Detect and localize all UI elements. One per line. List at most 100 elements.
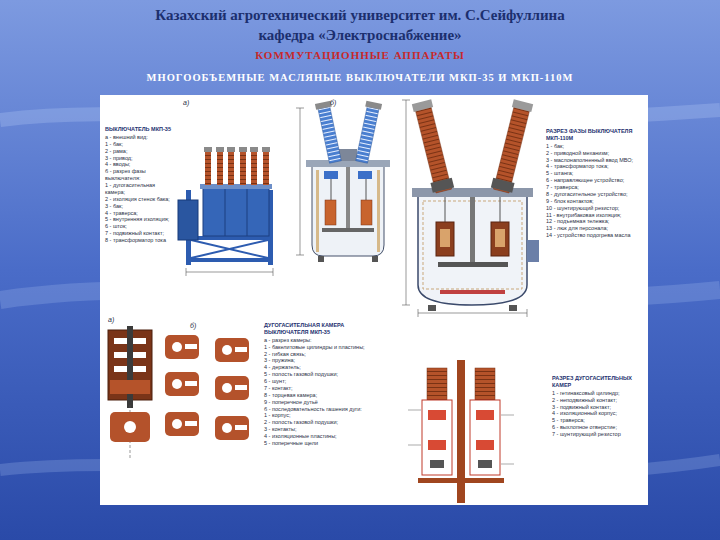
legend-list-item: ВЫКЛЮЧАТЕЛЬ МКП-35 bbox=[105, 126, 175, 133]
legend-list-item: 5 - поперечные щели bbox=[264, 440, 384, 447]
legend-list-item: 6 - направляющее устройство; bbox=[546, 177, 644, 184]
mkp35-exterior-part bbox=[251, 152, 257, 185]
arc-chamber-parts-part bbox=[127, 326, 133, 408]
figure-mark: а) bbox=[183, 99, 203, 106]
arc-chamber-parts-part bbox=[110, 380, 150, 394]
legend-list-item: 2 - рама; bbox=[105, 148, 175, 155]
mkp35-exterior-part bbox=[204, 147, 212, 152]
arc-chamber-parts-part bbox=[165, 335, 199, 359]
legend-list-item: РАЗРЕЗ ФАЗЫ ВЫКЛЮЧАТЕЛЯ МКП-110М bbox=[546, 128, 644, 142]
heading-line: Казахский агротехнический университет им… bbox=[0, 7, 720, 24]
arc-chamber-parts-part bbox=[185, 421, 197, 426]
label-group: ВЫКЛЮЧАТЕЛЬ МКП-35а - внешний вид:1 - ба… bbox=[105, 126, 175, 244]
arc-chambers-section-part bbox=[418, 478, 504, 483]
mkp35-phase-section-part bbox=[377, 170, 380, 252]
mkp110m-phase-section-part bbox=[445, 197, 446, 222]
arc-chamber-parts bbox=[108, 326, 249, 460]
white-panel-part bbox=[100, 95, 648, 505]
mkp35-phase-section-part bbox=[318, 256, 324, 262]
arc-chambers-section-part bbox=[470, 400, 500, 475]
figure-mark: б) bbox=[330, 99, 350, 106]
mkp35-phase-section-part bbox=[324, 171, 338, 179]
mkp110m-phase-section-part bbox=[402, 305, 410, 306]
null-part-part bbox=[430, 178, 454, 193]
legend-list-item: 8 - дугогасительное устройство; bbox=[546, 191, 644, 198]
legend-list-item: 2 - неподвижный контакт; bbox=[552, 397, 644, 404]
arc-chamber-parts-part bbox=[235, 347, 247, 352]
mkp110m-phase-section-part bbox=[527, 309, 528, 317]
arc-chambers-section-part bbox=[475, 368, 495, 400]
legend-list-item: 4 - изоляционный корпус; bbox=[552, 410, 644, 417]
legend-list-item: 1 - корпус; bbox=[264, 412, 384, 419]
null-part bbox=[354, 101, 382, 164]
mkp35-exterior-part bbox=[240, 152, 246, 185]
mkp35-exterior-part bbox=[186, 272, 273, 273]
null-part-part bbox=[412, 99, 433, 112]
arc-chambers-section bbox=[408, 360, 514, 503]
mkp110m-phase-section-part bbox=[428, 305, 436, 311]
mkp110m-phase-section-part bbox=[418, 195, 527, 305]
figure-mark: б) bbox=[190, 322, 210, 329]
arc-chamber-parts-part bbox=[235, 425, 247, 430]
legend-list-item: 3 - бак; bbox=[105, 203, 175, 210]
mkp35-exterior-part bbox=[186, 258, 273, 262]
arc-chamber-parts-part bbox=[172, 379, 182, 389]
mkp110m-phase-section-part bbox=[527, 240, 539, 262]
slide-title: МНОГООБЪЕМНЫЕ МАСЛЯНЫЕ ВЫКЛЮЧАТЕЛИ МКП-3… bbox=[0, 72, 720, 83]
mkp110m-phase-section-part bbox=[402, 100, 410, 101]
mkp110m-phase-section-part bbox=[436, 222, 454, 256]
mkp35-exterior-part bbox=[205, 152, 211, 185]
legend-list-item: б - разрез фазы выключателя: bbox=[105, 168, 175, 182]
mkp35-exterior-part bbox=[262, 147, 270, 152]
legend-list-item: 5 - полость газовой подушки; bbox=[264, 371, 384, 378]
label-group: Казахский агротехнический университет им… bbox=[0, 7, 720, 24]
null-part-part bbox=[491, 178, 515, 193]
mkp110m-phase-section-part bbox=[438, 262, 508, 267]
legend-list-item: 6 - шунт; bbox=[264, 378, 384, 385]
null-part-part bbox=[315, 101, 332, 110]
label-group: а) bbox=[108, 316, 128, 323]
mkp35-exterior-part bbox=[250, 147, 258, 152]
label-group: КОММУТАЦИОННЫЕ АППАРАТЫ bbox=[0, 49, 720, 61]
legend-list-item: а - внешний вид: bbox=[105, 134, 175, 141]
legend-list-item: 7 - контакт; bbox=[264, 385, 384, 392]
mkp35-phase-section-part bbox=[372, 256, 378, 262]
arc-chambers-section-part bbox=[478, 460, 492, 468]
label-group: ДУГОГАСИТЕЛЬНАЯ КАМЕРА ВЫКЛЮЧАТЕЛЯ МКП-3… bbox=[264, 322, 384, 447]
mkp35-phase-section-part bbox=[346, 167, 350, 229]
legend-list-item: а - разрез камеры: bbox=[264, 337, 384, 344]
mkp35-phase-section-part bbox=[331, 179, 332, 200]
null-part bbox=[491, 99, 535, 194]
legend-list-item: 7 - подвижный контакт; bbox=[105, 230, 175, 237]
legend-list-item: 5 - штанга; bbox=[546, 170, 644, 177]
legend-list-item: б - последовательность гашения дуги: bbox=[264, 406, 384, 413]
legend-list-item: 7 - траверса; bbox=[546, 184, 644, 191]
section-heading: КОММУТАЦИОННЫЕ АППАРАТЫ bbox=[0, 49, 720, 61]
label-group: б) bbox=[330, 99, 350, 106]
arc-chamber-parts-part bbox=[235, 385, 247, 390]
mkp35-phase-section-part bbox=[325, 200, 336, 225]
legend-list-item: 9 - блок контактов; bbox=[546, 198, 644, 205]
mkp35-exterior-part bbox=[191, 240, 268, 258]
legend-list-item: 14 - устройство подогрева масла bbox=[546, 232, 644, 239]
mkp35-exterior-part bbox=[178, 200, 198, 240]
mkp35-phase-section-part bbox=[339, 149, 357, 161]
arc-chamber-parts-part bbox=[222, 423, 232, 433]
mkp110m-phase-section-part bbox=[412, 188, 533, 197]
legend-list-item: 4 - траверса; bbox=[105, 210, 175, 217]
legend-list-item: 1 - бак; bbox=[546, 143, 644, 150]
mkp35-phase-section bbox=[296, 101, 390, 262]
mkp35-exterior-part bbox=[191, 240, 268, 258]
null-part bbox=[315, 101, 343, 164]
mkp110m-phase-section-part bbox=[440, 229, 450, 247]
legend-list-item: 4 - держатель; bbox=[264, 364, 384, 371]
mkp110m-phase-section-part bbox=[491, 222, 509, 256]
legend-list-item: 5 - траверса; bbox=[552, 417, 644, 424]
legend-list-item: 1 - дугогасительная камера; bbox=[105, 182, 175, 196]
mkp35-exterior-part bbox=[239, 147, 247, 152]
legend-list-item: 9 - поперечное дутьё bbox=[264, 399, 384, 406]
null-part-part bbox=[356, 106, 379, 163]
arc-chamber-parts-part bbox=[165, 372, 199, 396]
